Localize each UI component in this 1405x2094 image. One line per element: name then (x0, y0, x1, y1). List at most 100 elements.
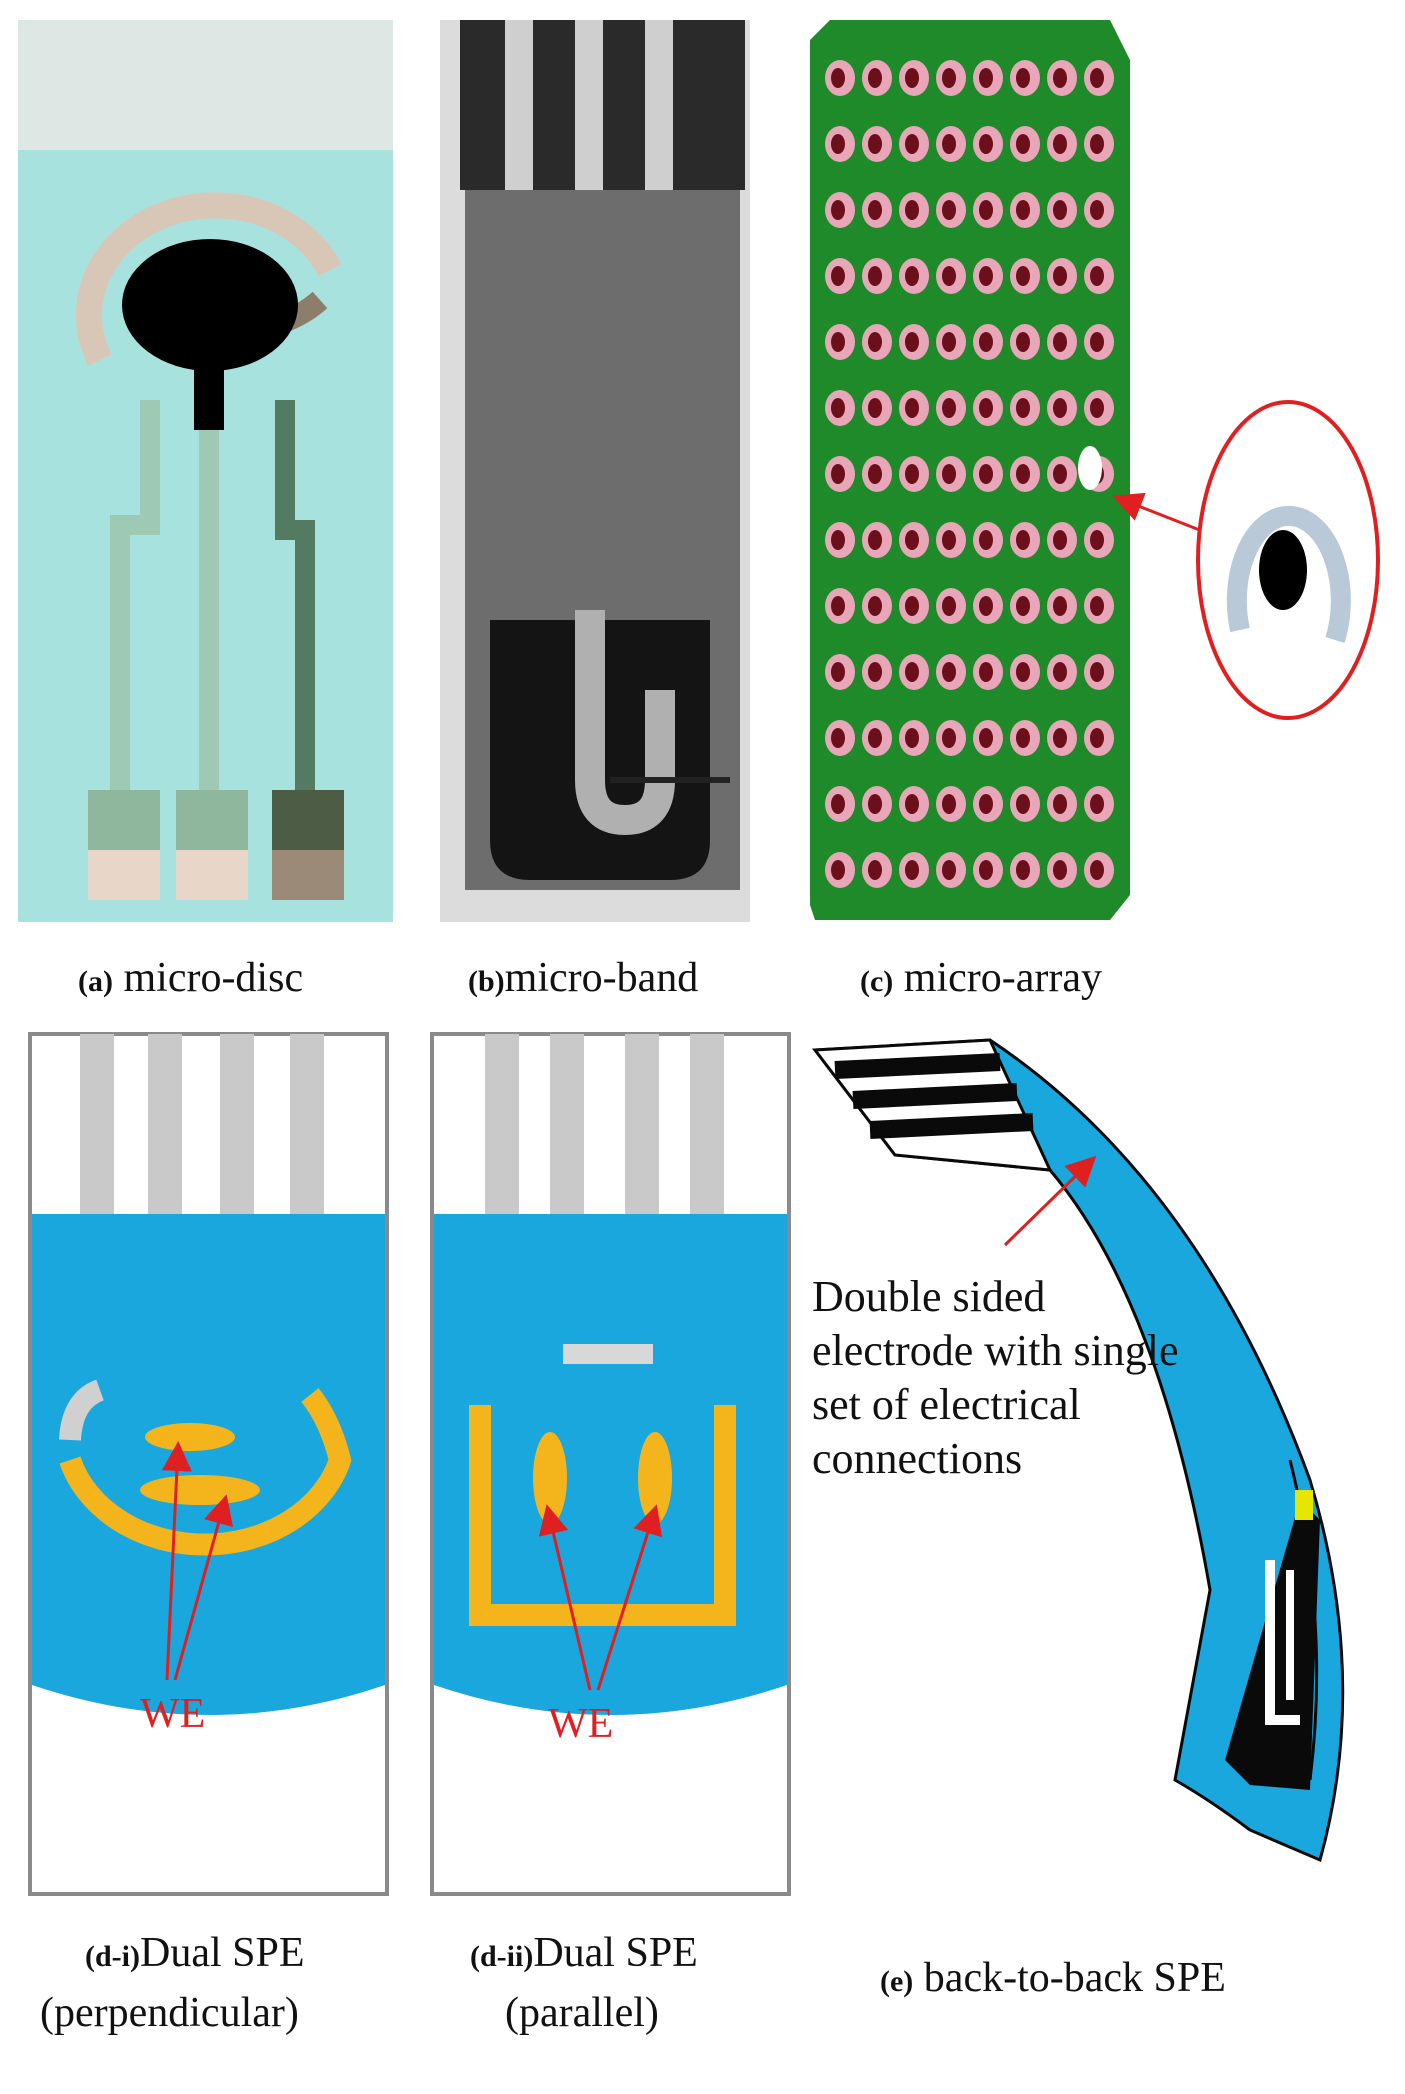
array-dot (1016, 530, 1030, 550)
array-dot (905, 332, 919, 352)
caption-d2-text: Dual SPE (533, 1930, 698, 1976)
array-dot (979, 860, 993, 880)
array-dot (868, 860, 882, 880)
caption-e-tag: (e) (880, 1965, 914, 1998)
array-dot (1090, 728, 1104, 748)
array-dot (905, 860, 919, 880)
array-dot (905, 728, 919, 748)
array-dot (1090, 134, 1104, 154)
array-dot (831, 860, 845, 880)
caption-a: (a) micro-disc (78, 955, 303, 1005)
double-sided-note: Double sided electrode with single set o… (812, 1270, 1179, 1486)
array-dot (905, 464, 919, 484)
array-dot (979, 332, 993, 352)
caption-d1-sub: (perpendicular) (40, 1990, 299, 2036)
array-dot (1053, 728, 1067, 748)
array-dot (831, 68, 845, 88)
we-label-left: WE (140, 1691, 206, 1737)
array-dot (831, 200, 845, 220)
array-dot (1053, 530, 1067, 550)
array-dot (1053, 662, 1067, 682)
array-dot (1016, 68, 1030, 88)
array-dot (979, 530, 993, 550)
double-sided-note-line-2: electrode with single (812, 1326, 1179, 1375)
array-dot (1053, 200, 1067, 220)
array-dot (1053, 134, 1067, 154)
array-dot (905, 530, 919, 550)
array-dot (1053, 794, 1067, 814)
array-dot (1016, 464, 1030, 484)
array-dot (905, 200, 919, 220)
array-dot (979, 728, 993, 748)
array-dot (942, 728, 956, 748)
array-dot (979, 662, 993, 682)
caption-d2-sub: (parallel) (505, 1990, 659, 2036)
array-dot (868, 332, 882, 352)
caption-d1-text: Dual SPE (140, 1930, 305, 1976)
array-dot (979, 596, 993, 616)
array-dot (905, 68, 919, 88)
we-label-right: WE (548, 1701, 614, 1747)
array-dot (831, 266, 845, 286)
array-dot (905, 134, 919, 154)
array-dot (1090, 662, 1104, 682)
array-dot (905, 596, 919, 616)
array-dot (942, 860, 956, 880)
micro-disc-image (18, 20, 393, 922)
array-dot (1090, 596, 1104, 616)
array-dot (868, 398, 882, 418)
caption-e-text: back-to-back SPE (923, 1955, 1226, 2001)
array-dot (942, 596, 956, 616)
array-dot (905, 266, 919, 286)
array-dot (942, 662, 956, 682)
array-dot (868, 596, 882, 616)
array-dot (868, 794, 882, 814)
array-dot (831, 134, 845, 154)
array-dot (868, 662, 882, 682)
back-to-back-spe (812, 1038, 1345, 1863)
caption-d2: (d-ii)Dual SPE (470, 1930, 698, 1980)
array-dot (1016, 398, 1030, 418)
array-dot (831, 332, 845, 352)
array-dot (1016, 662, 1030, 682)
array-dot (942, 794, 956, 814)
array-dot (831, 464, 845, 484)
array-dot (831, 728, 845, 748)
array-electrodes (825, 60, 1114, 888)
array-dot (1090, 266, 1104, 286)
array-dot (979, 134, 993, 154)
array-dot (831, 794, 845, 814)
array-dot (979, 464, 993, 484)
caption-d1-tag: (d-i) (85, 1940, 140, 1973)
array-dot (905, 398, 919, 418)
array-dot (1090, 332, 1104, 352)
caption-d1: (d-i)Dual SPE (85, 1930, 305, 1980)
array-dot (942, 200, 956, 220)
array-dot (979, 398, 993, 418)
array-dot (1016, 728, 1030, 748)
array-dot (831, 662, 845, 682)
array-dot (1016, 794, 1030, 814)
array-dot (942, 68, 956, 88)
array-dot (979, 794, 993, 814)
array-dot (1053, 266, 1067, 286)
array-dot (905, 794, 919, 814)
dual-spe-parallel (430, 1032, 791, 1896)
array-dot (831, 530, 845, 550)
caption-d2-tag: (d-ii) (470, 1940, 534, 1973)
micro-array-board (810, 20, 1380, 920)
array-dot (1053, 68, 1067, 88)
array-dot (1016, 860, 1030, 880)
array-dot (1016, 266, 1030, 286)
array-dot (868, 464, 882, 484)
array-dot (979, 68, 993, 88)
array-dot (868, 266, 882, 286)
double-sided-note-line-1: Double sided (812, 1272, 1046, 1321)
array-dot (831, 596, 845, 616)
array-dot (1090, 68, 1104, 88)
array-dot (868, 68, 882, 88)
caption-e: (e) back-to-back SPE (880, 1955, 1226, 2005)
array-dot (1053, 596, 1067, 616)
caption-b: (b)micro-band (468, 955, 698, 1005)
